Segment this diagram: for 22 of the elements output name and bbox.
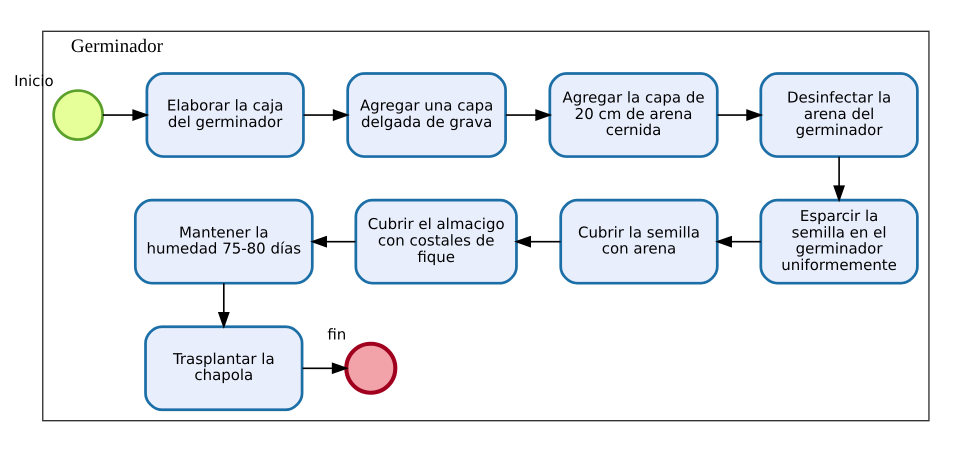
node-box: Elaborar la caja del germinador — [146, 72, 305, 158]
node-circle — [344, 342, 398, 395]
arrow — [833, 156, 846, 202]
arrow — [218, 283, 230, 329]
node-box: Agregar la capa de 20 cm de arena cernida — [548, 72, 719, 158]
node-box: Esparcir la semilla en el germinador uniformemente — [759, 198, 919, 285]
node-box: Cubrir el almacigo con costales de fique — [354, 198, 518, 285]
node-box: Trasplantar la chapola — [144, 325, 304, 412]
node-box: Cubrir la semilla con arena — [559, 198, 719, 285]
node-box: Mantener la humedad 75-80 días — [134, 198, 314, 285]
arrow — [303, 109, 350, 121]
arrow — [514, 236, 561, 248]
node-box: Desinfectar la arena del germinador — [759, 72, 919, 158]
arrow — [310, 236, 356, 248]
arrow — [506, 109, 552, 121]
arrow — [102, 109, 150, 121]
node-label: fin — [327, 325, 346, 344]
arrow — [302, 362, 349, 374]
arrow — [717, 109, 764, 121]
arrow — [715, 236, 761, 248]
node-box: Agregar una capa delgada de grava — [346, 72, 507, 158]
node-circle — [52, 89, 104, 141]
